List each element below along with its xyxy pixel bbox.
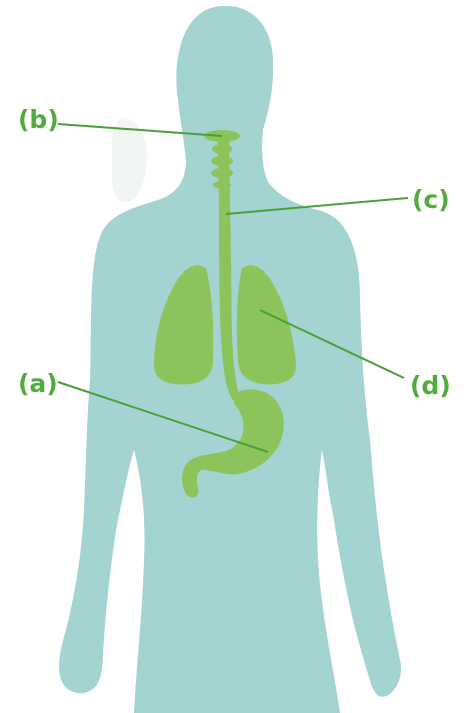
larynx-ring-2 <box>211 156 233 166</box>
label-c: (c) <box>412 185 450 214</box>
larynx-ring-3 <box>211 168 233 178</box>
label-d: (d) <box>410 371 451 400</box>
label-b: (b) <box>18 105 59 134</box>
larynx-ring-1 <box>212 144 232 154</box>
larynx-ring-4 <box>213 181 231 189</box>
label-a: (a) <box>18 369 58 398</box>
